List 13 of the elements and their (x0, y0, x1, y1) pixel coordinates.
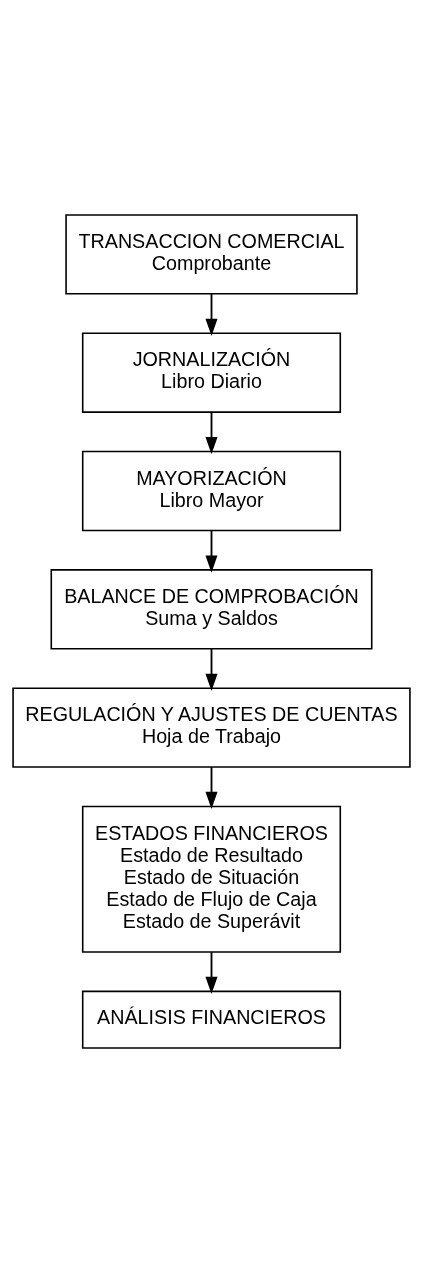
arrow (205, 950, 218, 994)
arrow (205, 765, 218, 809)
node-box: REGULACIÓN Y AJUSTES DE CUENTAS Hoja de Trabajo (12, 686, 411, 768)
arrow (205, 292, 218, 336)
arrow (205, 647, 218, 691)
node-box: ANÁLISIS FINANCIEROS (81, 990, 342, 1049)
node-box: JORNALIZACIÓN Libro Diario (81, 331, 342, 413)
node-box: MAYORIZACIÓN Libro Mayor (81, 450, 342, 531)
arrow (205, 410, 218, 454)
node-box: TRANSACCION COMERCIAL Comprobante (65, 213, 358, 295)
node-box: ESTADOS FINANCIEROS Estado de Resultado Estado de Situación Estado de Flujo de Caja Estado de Superávit (81, 805, 342, 953)
arrow (205, 529, 218, 573)
node-box: BALANCE DE COMPROBACIÓN Suma y Saldos (50, 568, 373, 650)
